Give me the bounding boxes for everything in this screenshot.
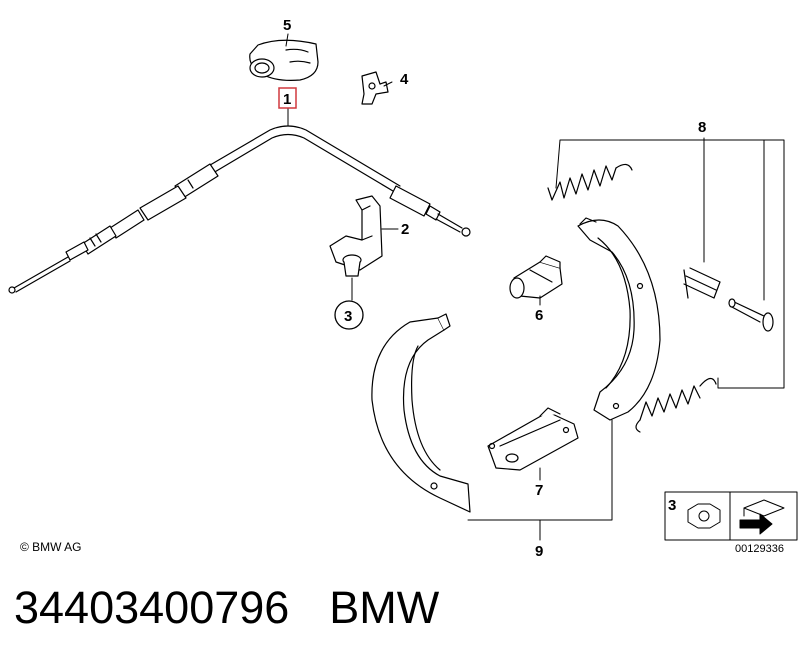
brake-shoe-right	[577, 217, 661, 421]
bracket-part2	[329, 195, 383, 277]
callout-4: 4	[400, 71, 409, 88]
callout-circle-3	[334, 300, 364, 330]
springs-part8	[547, 163, 774, 433]
callout-7: 7	[535, 482, 543, 499]
legend-box	[664, 491, 798, 541]
cable-holder-part5	[249, 39, 319, 81]
clip-part4	[361, 71, 389, 105]
brake-shoe-left	[371, 313, 471, 513]
callout-6: 6	[535, 307, 543, 324]
legend-callout-3: 3	[668, 497, 676, 514]
callout-5: 5	[283, 17, 291, 34]
footer: 34403400796 BMW	[14, 582, 439, 634]
part-number: 34403400796	[14, 582, 290, 633]
callout-2: 2	[401, 221, 409, 238]
parts-diagram: 5 4 1 2 3 6 7 8 9 3 00129336	[8, 17, 798, 560]
callout-8: 8	[698, 119, 706, 136]
callout-1: 1	[283, 91, 291, 108]
copyright-text: © BMW AG	[20, 540, 82, 554]
leader-lines	[285, 33, 785, 541]
brand-name: BMW	[329, 582, 440, 633]
highlight-box-part1	[278, 87, 297, 109]
callouts: 5 4 1 2 3 6 7 8 9 3 00129336	[278, 17, 784, 560]
legend-code: 00129336	[735, 543, 784, 555]
adjuster-part6	[509, 255, 563, 299]
handbrake-cable	[8, 125, 471, 294]
callout-9: 9	[535, 543, 543, 560]
callout-3: 3	[344, 308, 352, 325]
lever-part7	[487, 407, 579, 471]
